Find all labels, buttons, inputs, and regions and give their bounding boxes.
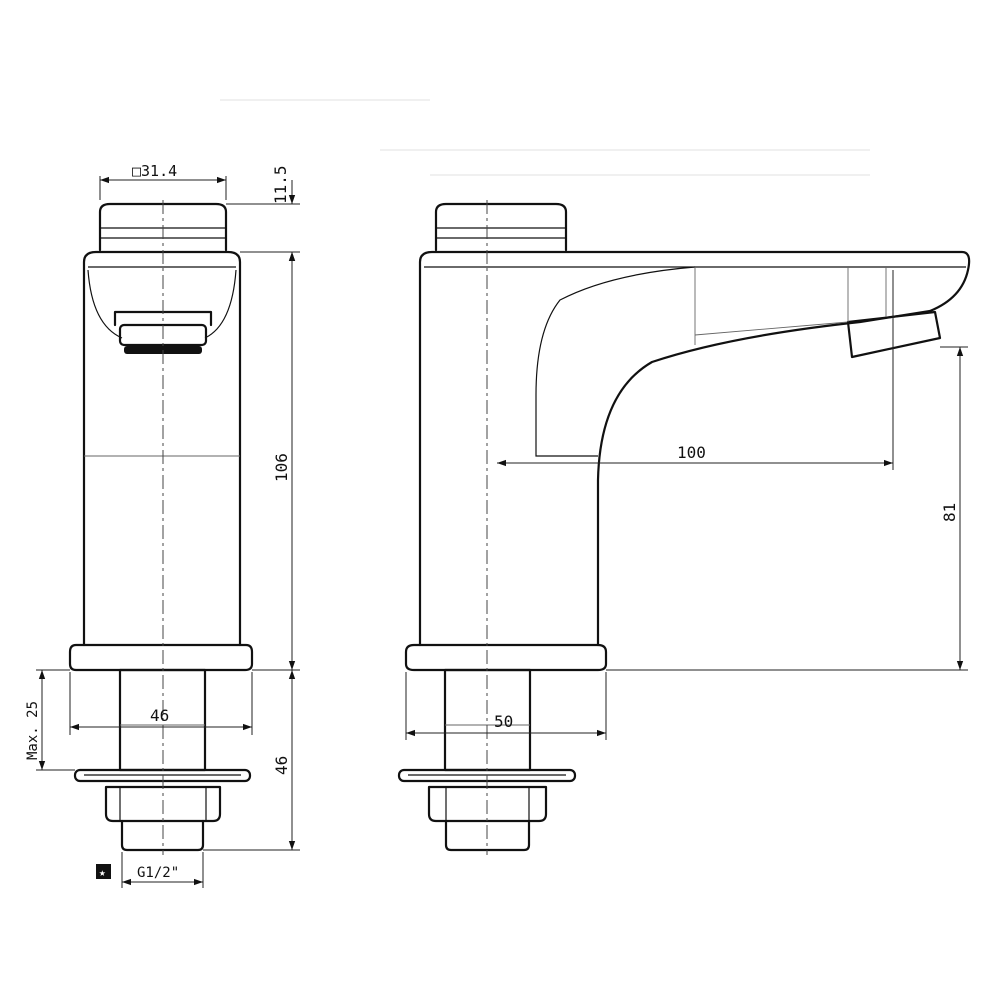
front-body [82,250,242,647]
dim-shank-length: 46 [272,756,291,775]
dim-square-head: □31.4 [132,162,177,180]
side-nut [427,785,548,823]
side-handle-cap [434,202,568,252]
dim-max-thickness: Max. 25 [25,701,41,760]
background-artifacts [220,99,870,176]
side-base [404,643,608,672]
front-base [68,643,254,672]
side-dimensions: 100 81 50 [405,270,968,740]
front-nut [104,785,222,823]
thread-symbol-star: ★ [99,866,106,879]
dim-base-width-side: 50 [494,712,513,731]
side-view [397,200,971,855]
dim-base-width-front: 46 [150,706,169,725]
side-spout-outlet [846,310,942,359]
front-dimensions: □31.4 11.5 106 46 46 Max. 25 ★ G1/2" [25,162,300,888]
dim-spout-reach: 100 [677,443,706,462]
front-view [68,200,254,855]
dim-outlet-height: 81 [940,503,959,522]
dim-body-height: 106 [272,453,291,482]
dim-thread: G1/2" [137,865,179,881]
thread-symbol-icon [96,864,111,879]
dim-head-height: 11.5 [271,165,290,204]
